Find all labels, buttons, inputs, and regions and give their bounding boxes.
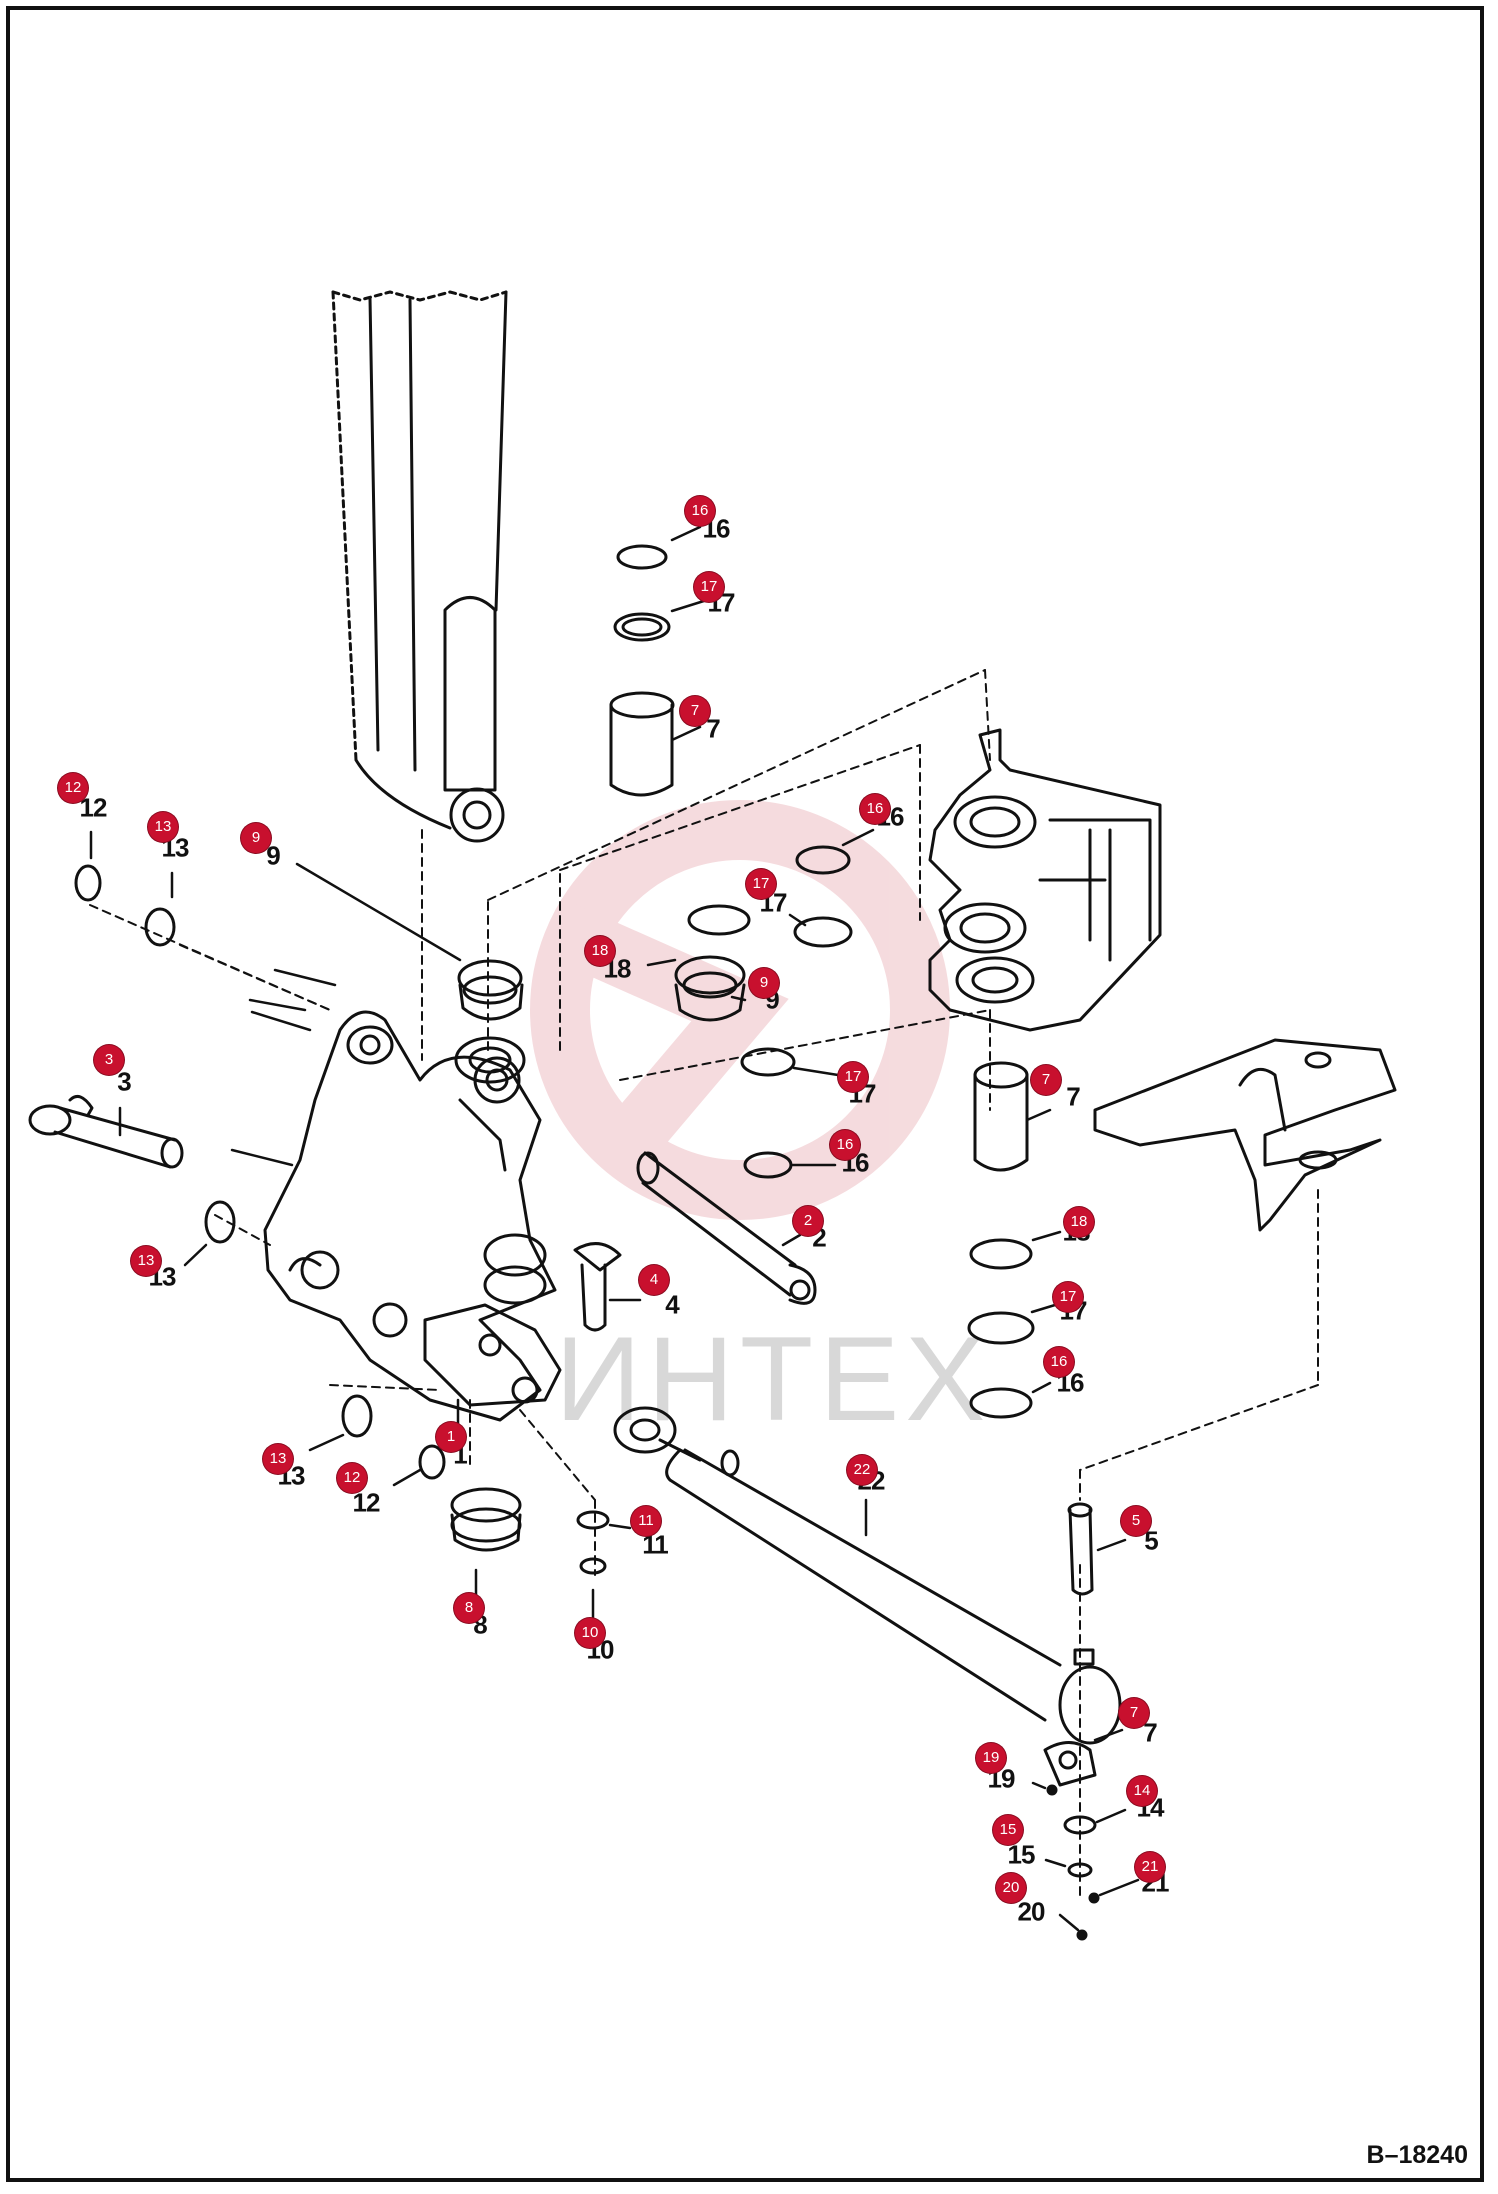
callout-badge-8[interactable]: 8 <box>454 1593 484 1623</box>
part-number-label-4: 4 <box>665 1289 680 1320</box>
pin-4 <box>573 1242 622 1332</box>
callout-badge-5[interactable]: 5 <box>1121 1506 1151 1536</box>
watermark-text: ИНТЕХ <box>555 1312 992 1446</box>
callout-badge-10[interactable]: 10 <box>575 1618 605 1648</box>
callout-badge-16[interactable]: 16 <box>860 794 890 824</box>
callout-badge-17[interactable]: 17 <box>746 869 776 899</box>
callout-badge-14[interactable]: 14 <box>1127 1776 1157 1806</box>
callout-badge-15[interactable]: 15 <box>993 1815 1023 1845</box>
callout-badge-20[interactable]: 20 <box>996 1873 1026 1903</box>
part-number-label-7: 7 <box>1066 1081 1081 1112</box>
callout-badge-7[interactable]: 7 <box>1119 1698 1149 1728</box>
callout-badge-16[interactable]: 16 <box>1044 1347 1074 1377</box>
upper-bushing-stack <box>609 544 675 797</box>
callout-badge-13[interactable]: 13 <box>131 1246 161 1276</box>
callout-badge-7[interactable]: 7 <box>1031 1065 1061 1095</box>
callout-badge-17[interactable]: 17 <box>838 1062 868 1092</box>
callout-badge-18[interactable]: 18 <box>585 936 615 966</box>
part-number-label-20: 20 <box>1017 1896 1046 1927</box>
boom-arm <box>331 290 508 843</box>
callout-badge-17[interactable]: 17 <box>1053 1282 1083 1312</box>
callout-badge-19[interactable]: 19 <box>976 1743 1006 1773</box>
callout-badge-16[interactable]: 16 <box>830 1130 860 1160</box>
part-number-label-9: 9 <box>266 840 281 871</box>
callout-badge-16[interactable]: 16 <box>685 496 715 526</box>
callout-badge-13[interactable]: 13 <box>148 812 178 842</box>
callout-badge-3[interactable]: 3 <box>94 1045 124 1075</box>
callout-badge-12[interactable]: 12 <box>58 773 88 803</box>
part-number-label-7: 7 <box>1143 1717 1158 1748</box>
callout-badge-4[interactable]: 4 <box>639 1265 669 1295</box>
diagram-frame <box>6 6 1484 2182</box>
swing-cylinder <box>613 1406 1122 1745</box>
callout-badge-2[interactable]: 2 <box>793 1206 823 1236</box>
callout-badge-18[interactable]: 18 <box>1064 1207 1094 1237</box>
part-number-label-7: 7 <box>706 713 721 744</box>
callout-badge-1[interactable]: 1 <box>436 1422 466 1452</box>
callout-badge-17[interactable]: 17 <box>694 572 724 602</box>
pin-2 <box>636 1151 817 1305</box>
swing-mount-plate <box>1093 1038 1397 1232</box>
callout-badge-7[interactable]: 7 <box>680 696 710 726</box>
callout-badge-21[interactable]: 21 <box>1135 1852 1165 1882</box>
callout-badge-22[interactable]: 22 <box>847 1455 877 1485</box>
part-number-label-12: 12 <box>352 1487 381 1518</box>
callout-badge-9[interactable]: 9 <box>241 823 271 853</box>
part-number-label-15: 15 <box>1007 1839 1036 1870</box>
callout-badge-12[interactable]: 12 <box>337 1463 367 1493</box>
callout-badge-13[interactable]: 13 <box>263 1444 293 1474</box>
pin-3 <box>28 1094 184 1169</box>
boom-mount-bracket <box>928 728 1162 1032</box>
part-number-label-5: 5 <box>1144 1525 1159 1556</box>
callout-badge-9[interactable]: 9 <box>749 968 779 998</box>
part-number-label-3: 3 <box>117 1066 132 1097</box>
drawing-reference-code: B–18240 <box>1366 2141 1468 2169</box>
swing-frame-casting <box>263 1010 562 1422</box>
callout-badge-11[interactable]: 11 <box>631 1506 661 1536</box>
